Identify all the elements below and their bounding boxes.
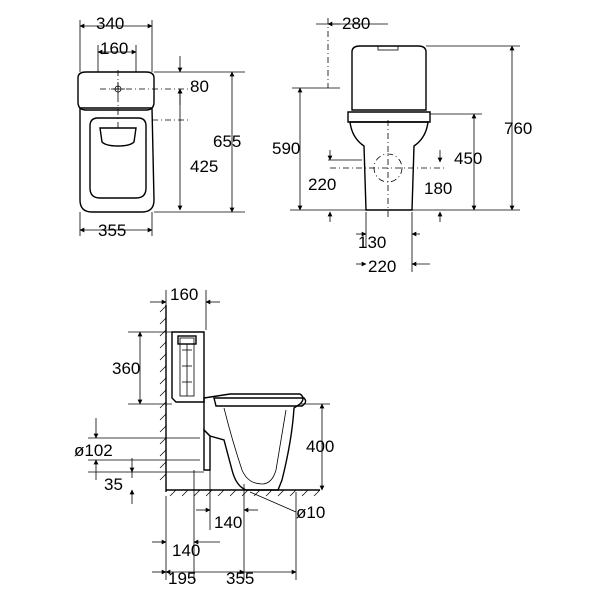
dim-425: 425 [190,157,218,176]
wall-hatch [159,305,167,492]
dim-590: 590 [272,139,300,158]
dim-140-mid: 140 [214,513,242,532]
dim-655: 655 [213,132,241,151]
top-view: 340 160 80 425 655 355 [77,14,245,240]
dim-355: 355 [98,221,126,240]
tank-outline-top [77,71,155,111]
dim-130: 130 [358,233,386,252]
outlet-side [203,428,211,471]
dim-340: 340 [96,14,124,33]
seat-band-front [347,111,431,123]
dim-80: 80 [190,77,209,96]
dim-355-side: 355 [226,569,254,588]
seat-hinge-top [99,127,137,147]
tank-outline-side [171,331,205,403]
dim-140-low: 140 [172,541,200,560]
seat-outline-top [89,117,147,199]
dim-220-left: 220 [308,175,336,194]
trap-side [223,407,287,485]
seat-side [213,397,307,407]
dim-280: 280 [342,14,370,33]
dim-180: 180 [424,179,452,198]
dim-160-top: 160 [100,39,128,58]
dim-o10: ø10 [296,503,325,522]
dim-760: 760 [504,119,532,138]
dim-450: 450 [454,149,482,168]
bowl-outline-top [79,107,155,213]
tank-outline-front [351,45,427,111]
floor-hatch [166,489,321,497]
dim-400: 400 [306,437,334,456]
bowl-outline-side [203,393,304,491]
front-view: 280 590 220 760 450 180 130 220 [272,14,532,276]
bowl-outline-front [349,121,429,211]
dim-195: 195 [168,569,196,588]
dim-35: 35 [104,475,123,494]
dim-o102: ø102 [74,441,113,460]
side-view: 160 360 400 ø102 35 140 ø10 140 195 355 [74,285,334,588]
dim-360: 360 [112,359,140,378]
dim-160-side: 160 [170,285,198,304]
dim-220-bottom: 220 [368,257,396,276]
